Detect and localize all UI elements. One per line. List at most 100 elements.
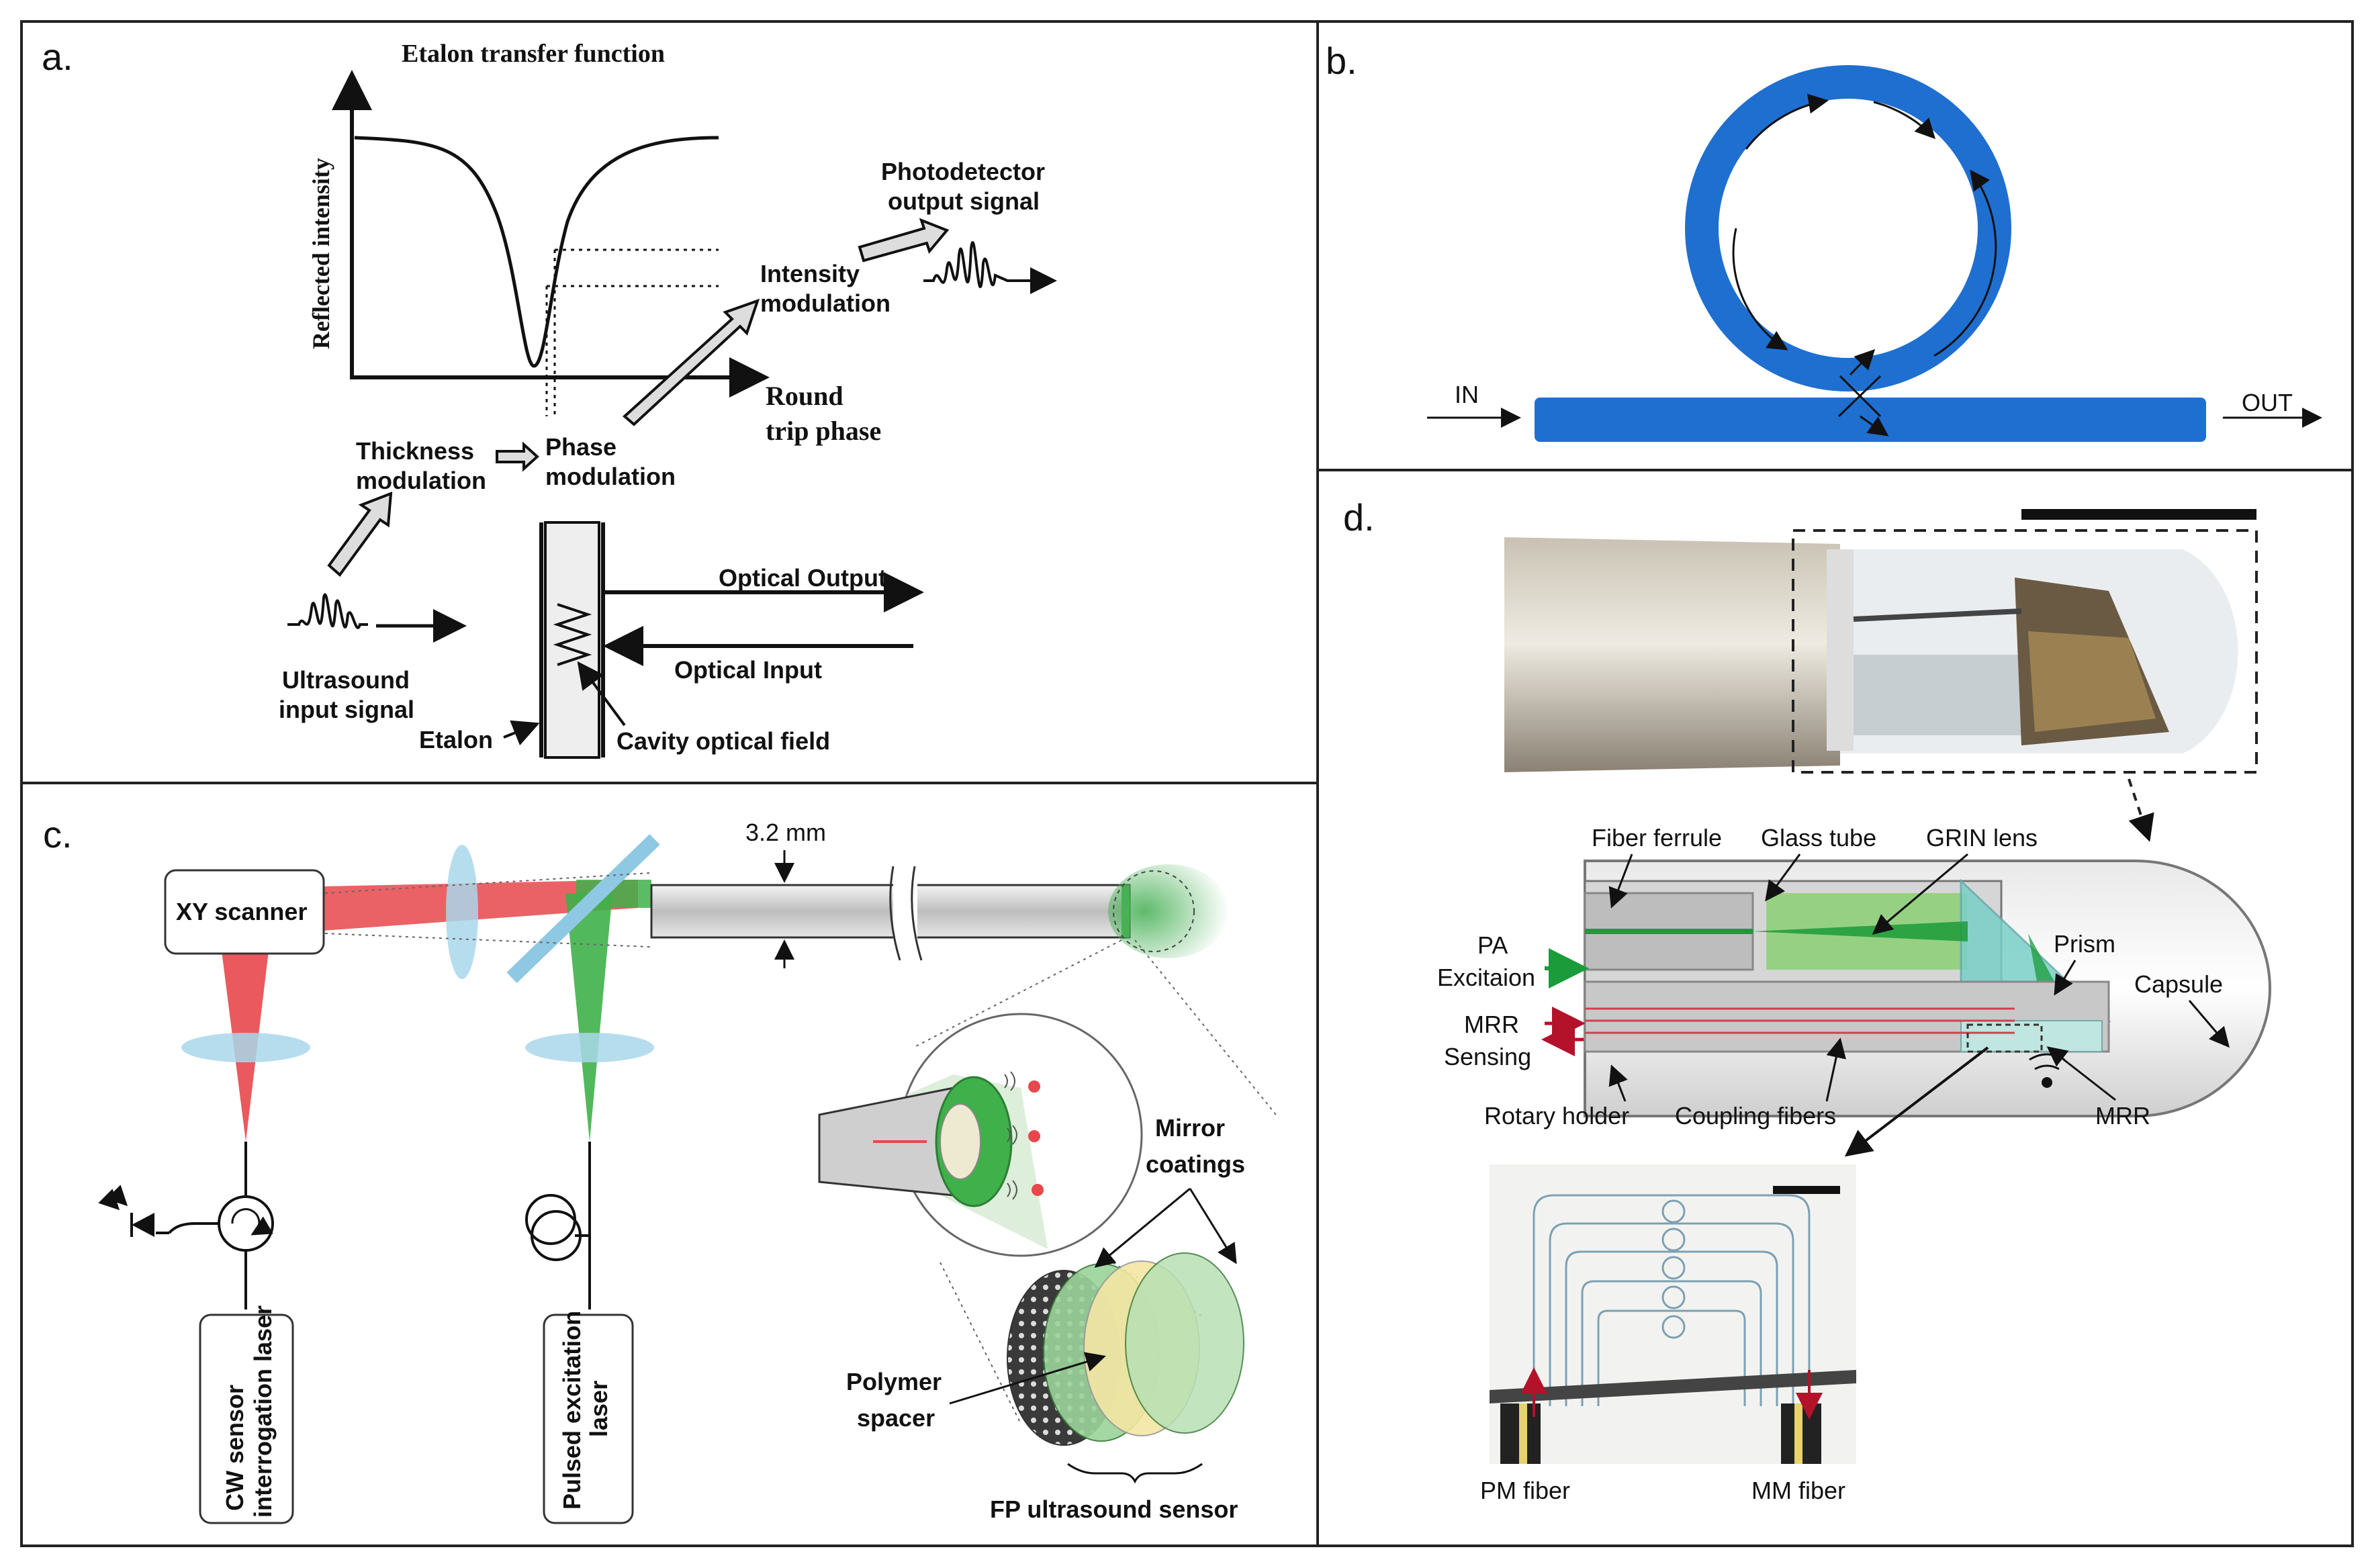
etalon-pointer [503,720,540,745]
fp-sensor-label: FP ultrasound sensor [990,1495,1238,1523]
mirror-label-2: coatings [1146,1150,1245,1178]
zoom-lines [913,939,1277,1424]
zoom-box [1792,529,2258,774]
in-label: IN [1455,381,1479,408]
panel-b-letter: b. [1326,40,1357,82]
xy-scanner-box [164,869,325,955]
glass-tube-pointer [1765,854,1801,902]
pulsed-laser-label-1: Pulsed excitation [558,1311,586,1510]
ultrasound-2: input signal [279,696,414,723]
etalon [539,521,605,759]
intensity-mod-1: Intensity [760,260,860,287]
pulsed-laser-box [543,1313,634,1524]
ring-resonator [1685,65,2011,391]
fiber-coil [525,1194,590,1261]
magnified-probe-tip [818,1013,1143,1257]
pa-label-2: Excitaion [1437,964,1535,991]
circulator [218,1195,274,1252]
scan-ray-lower [324,933,651,948]
ferrule-pointer [1608,854,1633,909]
x-axis-label-2: trip phase [766,416,881,446]
thickness-mod-1: Thickness [356,437,474,465]
cavity-pointer [577,661,626,727]
operating-point-guides [545,248,719,416]
phase-mod-2: modulation [545,463,676,490]
cw-laser-label-1: CW sensor [221,1385,248,1511]
glass-tube-label: Glass tube [1761,824,1876,851]
coupling-fibers-label: Coupling fibers [1675,1102,1836,1129]
xy-scanner-label: XY scanner [176,898,307,925]
mirror-pointer-2 [1189,1188,1237,1264]
polymer-label-1: Polymer [846,1368,942,1395]
bus-waveguide [1535,398,2206,442]
scan-ray-upper [324,872,651,894]
mm-fiber-label: MM fiber [1751,1477,1845,1504]
grin-pointer [1872,853,1968,935]
mrr-pointer [2046,1046,2116,1101]
grin-lens-label: GRIN lens [1926,824,2038,851]
prism-label: Prism [2054,930,2115,958]
photodetector-2: output signal [888,187,1040,215]
polymer-label-2: spacer [857,1404,935,1432]
scan-lens [446,845,478,979]
hollow-arrows [327,218,950,577]
etalon-transfer-title: Etalon transfer function [402,40,665,68]
rotary-pointer [1608,1064,1628,1102]
green-beam-vertical [565,893,612,1142]
rotary-holder-label: Rotary holder [1484,1102,1629,1129]
fp-sensor-layers [1007,1252,1244,1446]
capsule-schematic [1584,860,2271,1117]
optical-output-label: Optical Output [719,564,886,592]
photodetector-1: Photodetector [881,158,1045,185]
panel-d: d. [1343,496,2271,1504]
coupling-pointer [1825,1037,1846,1102]
capsule-pointer [2188,1000,2230,1048]
fiber-ferrule-label: Fiber ferrule [1592,824,1722,851]
mirror-pointer-1 [1094,1187,1191,1268]
pa-label-1: PA [1477,931,1508,959]
thickness-mod-2: modulation [356,467,486,494]
ultrasound-wave [287,593,368,629]
panel-b: b. IN OUT [1326,40,2322,442]
polymer-pointer [949,1352,1106,1405]
probe-photo [1504,537,2238,772]
prism-pointer [2054,960,2076,996]
mrr-sensing-1: MRR [1464,1011,1519,1038]
red-focus-lens [181,1033,310,1062]
mrr-label: MRR [2095,1102,2150,1129]
cw-laser-box [199,1313,294,1524]
y-axis-label: Reflected intensity [308,158,334,349]
panel-d-letter: d. [1343,496,1375,539]
out-label: OUT [2242,389,2293,416]
x-axis-label-1: Round [766,381,843,411]
capsule-label: Capsule [2134,970,2223,998]
cavity-label: Cavity optical field [617,727,830,755]
cw-laser-label-2: interrogation laser [249,1305,277,1518]
transfer-curve [354,136,719,368]
red-beam-horizontal [322,880,638,931]
photodiode [98,1185,154,1237]
ring-flow-arrows [1732,93,1997,436]
sensor-brace [1067,1463,1203,1484]
panel-a: a. Etalon transfer function Reflected in… [42,36,1057,759]
ultrasound-1: Ultrasound [282,666,410,694]
mrr-sensing-2: Sensing [1444,1043,1531,1070]
diameter-label: 3.2 mm [745,819,826,846]
chip-zoom-arrow [1844,1046,1989,1157]
phase-mod-1: Phase [545,433,617,461]
etalon-label: Etalon [419,726,493,753]
pulsed-laser-label-2: laser [585,1381,612,1437]
intensity-mod-2: modulation [760,289,891,317]
output-signal-wave [923,241,1057,294]
dichroic-mirror [506,834,660,983]
green-focus-lens [525,1033,654,1062]
panel-borders [20,20,2354,1547]
panel-a-letter: a. [42,36,73,78]
pm-fiber-label: PM fiber [1480,1477,1570,1504]
panel-c-letter: c. [43,813,73,856]
optical-input-label: Optical Input [674,656,822,684]
probe-tube [650,864,1229,961]
zoom-box-arrow [2128,778,2154,842]
mirror-label-1: Mirror [1155,1114,1225,1142]
